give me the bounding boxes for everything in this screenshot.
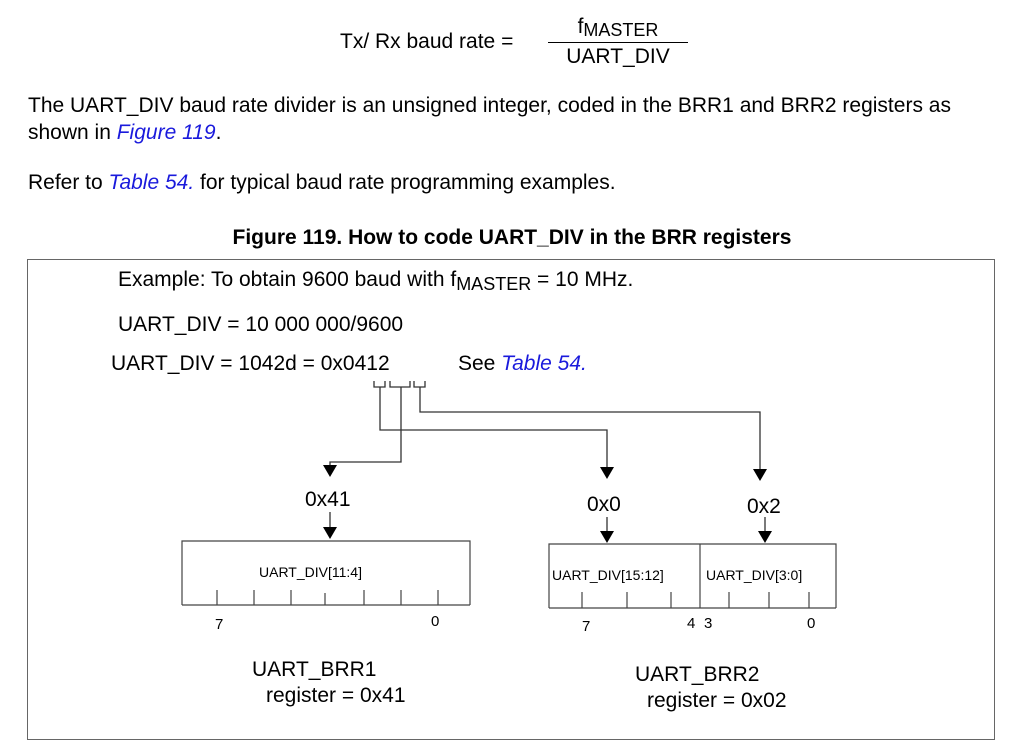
example-sub: MASTER: [456, 274, 532, 294]
numerator-base: f: [577, 15, 584, 38]
bracket-digit-41: [389, 381, 411, 388]
brr2-high-value-label: 0x0: [587, 493, 621, 516]
line-to-0x0: [379, 387, 608, 468]
line-to-0x41: [329, 387, 402, 466]
arrowhead-brr2-low: [758, 531, 772, 543]
example-line: Example: To obtain 9600 baud with fMASTE…: [118, 268, 633, 295]
table-54-link[interactable]: Table 54.: [108, 171, 195, 194]
brr1-name: UART_BRR1: [252, 658, 377, 681]
brr2-bit-3: 3: [704, 615, 713, 632]
bracket-digit-0: [373, 381, 386, 388]
p2-start: Refer to: [28, 171, 109, 194]
brr2-bit-0: 0: [807, 615, 816, 632]
brr2-low-value-label: 0x2: [747, 495, 781, 518]
brr1-register-box: [181, 540, 471, 606]
example-end: = 10 MHz.: [531, 268, 634, 291]
see-table-line: See Table 54.: [458, 352, 587, 376]
figure-119-link[interactable]: Figure 119: [116, 121, 216, 144]
brr1-bit-0: 0: [431, 613, 440, 630]
brr1-value-label: 0x41: [305, 488, 351, 511]
p1-text: The UART_DIV baud rate divider is an uns…: [28, 94, 951, 144]
formula-fraction: fMASTER UART_DIV: [548, 12, 688, 71]
calc-line: UART_DIV = 10 000 000/9600: [118, 313, 404, 336]
formula-lhs: Tx/ Rx baud rate =: [340, 30, 514, 53]
brr1-register-value: register = 0x41: [266, 684, 406, 707]
paragraph-refer: Refer to Table 54. for typical baud rate…: [28, 169, 998, 196]
example-start: Example: To obtain 9600 baud with f: [118, 268, 457, 291]
brr1-bit-7: 7: [215, 616, 224, 633]
p1-end: .: [215, 121, 222, 144]
bracket-digit-2: [413, 381, 426, 388]
brr2-register-value: register = 0x02: [647, 689, 787, 712]
see-text: See: [458, 352, 502, 375]
p2-end: for typical baud rate programming exampl…: [194, 171, 616, 194]
brr2-low-field-label: UART_DIV[3:0]: [706, 567, 803, 583]
fraction-bar: [548, 42, 688, 43]
brr2-bit-4: 4: [687, 615, 696, 632]
arrowhead-0x41: [323, 465, 337, 477]
arrowhead-brr1: [323, 527, 337, 539]
brr2-high-field-label: UART_DIV[15:12]: [552, 567, 664, 583]
formula-numerator: fMASTER: [548, 12, 688, 42]
arrowhead-brr2-high: [600, 531, 614, 543]
figure-box: [27, 259, 995, 740]
brr2-bit-7: 7: [582, 618, 591, 635]
brr2-name: UART_BRR2: [635, 663, 760, 686]
numerator-sub: MASTER: [583, 20, 659, 40]
figure-title: Figure 119. How to code UART_DIV in the …: [232, 226, 792, 249]
formula-denominator: UART_DIV: [566, 45, 670, 68]
result-line: UART_DIV = 1042d = 0x0412: [111, 352, 390, 375]
arrowhead-0x2: [753, 469, 767, 481]
arrowhead-0x0: [600, 467, 614, 479]
see-table-54-link[interactable]: Table 54.: [501, 352, 587, 375]
paragraph-divider-description: The UART_DIV baud rate divider is an uns…: [28, 92, 998, 146]
brr2-register-box: [548, 543, 837, 609]
brr1-field-label: UART_DIV[11:4]: [259, 564, 362, 580]
line-to-0x2: [419, 387, 761, 470]
